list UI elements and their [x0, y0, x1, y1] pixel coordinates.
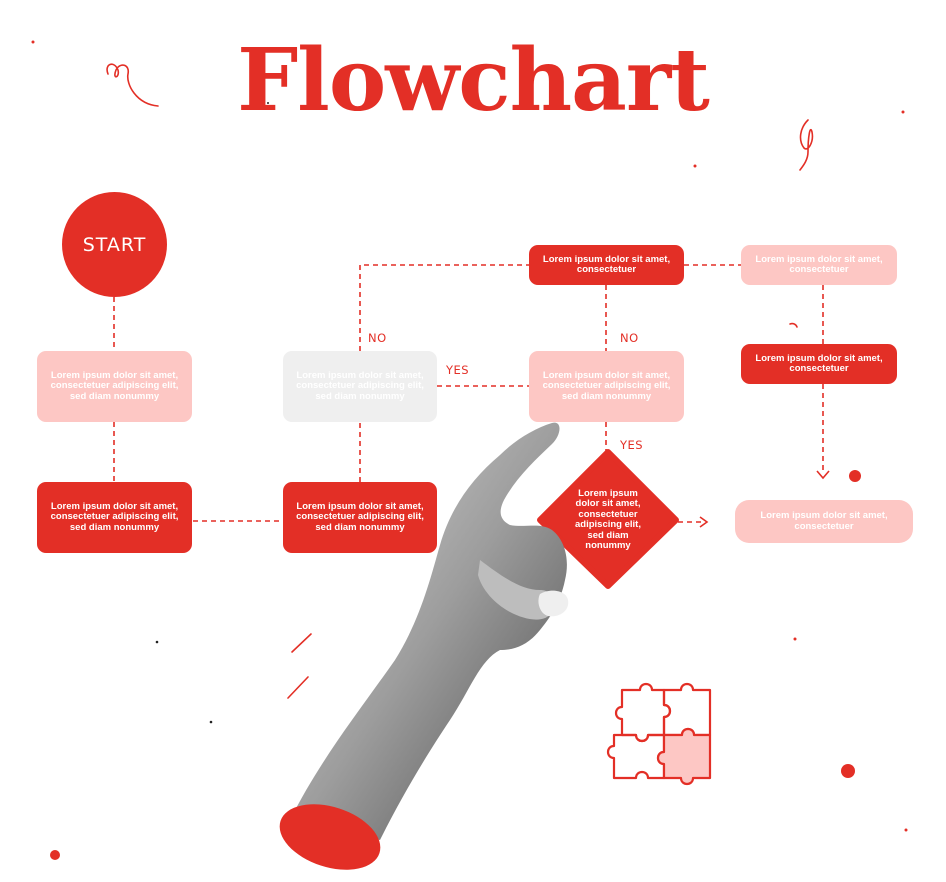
process-box-col4-mid: Lorem ipsum dolor sit amet, consectetuer	[741, 344, 897, 384]
sleeve-blob	[279, 804, 381, 870]
slash-doodle-2	[287, 676, 309, 699]
arrowhead-down	[816, 470, 830, 480]
dot-decor-dark	[209, 720, 213, 724]
decision-diamond-text: Lorem ipsum dolor sit amet, consectetuer…	[575, 487, 641, 551]
squiggle-right-doodle	[799, 119, 814, 171]
dot-decor	[693, 164, 697, 168]
connector-col2-to-top	[359, 264, 529, 351]
process-box-col2-bottom: Lorem ipsum dolor sit amet, consectetuer…	[283, 482, 437, 553]
label-no-left: NO	[368, 331, 387, 345]
dot-decor	[31, 40, 35, 44]
dot-decor-dark	[155, 640, 159, 644]
dot-decor	[841, 764, 855, 778]
process-box-col1-top: Lorem ipsum dolor sit amet, consectetuer…	[37, 351, 192, 422]
label-no-right: NO	[620, 331, 639, 345]
dot-decor	[849, 470, 861, 482]
arrowhead-right	[699, 516, 709, 528]
page-title: Flowchart	[237, 30, 710, 131]
small-arc-doodle	[789, 322, 798, 328]
dot-decor	[793, 637, 797, 641]
dot-decor	[50, 850, 60, 860]
dot-decor-dark	[267, 102, 269, 104]
start-node: START	[62, 192, 167, 297]
process-box-col3-mid: Lorem ipsum dolor sit amet, consectetuer…	[529, 351, 684, 422]
label-yes-right: YES	[620, 438, 644, 452]
process-box-col3-top: Lorem ipsum dolor sit amet, consectetuer	[529, 245, 684, 285]
process-box-col2-top: Lorem ipsum dolor sit amet, consectetuer…	[283, 351, 437, 422]
process-box-col4-bottom: Lorem ipsum dolor sit amet, consectetuer	[735, 500, 913, 543]
label-yes-left: YES	[446, 363, 470, 377]
dot-decor	[904, 828, 908, 832]
process-box-col4-top: Lorem ipsum dolor sit amet, consectetuer	[741, 245, 897, 285]
process-box-col1-bottom: Lorem ipsum dolor sit amet, consectetuer…	[37, 482, 192, 553]
dot-decor	[901, 110, 905, 114]
squiggle-left-doodle	[106, 63, 159, 107]
slash-doodle-1	[291, 633, 312, 653]
